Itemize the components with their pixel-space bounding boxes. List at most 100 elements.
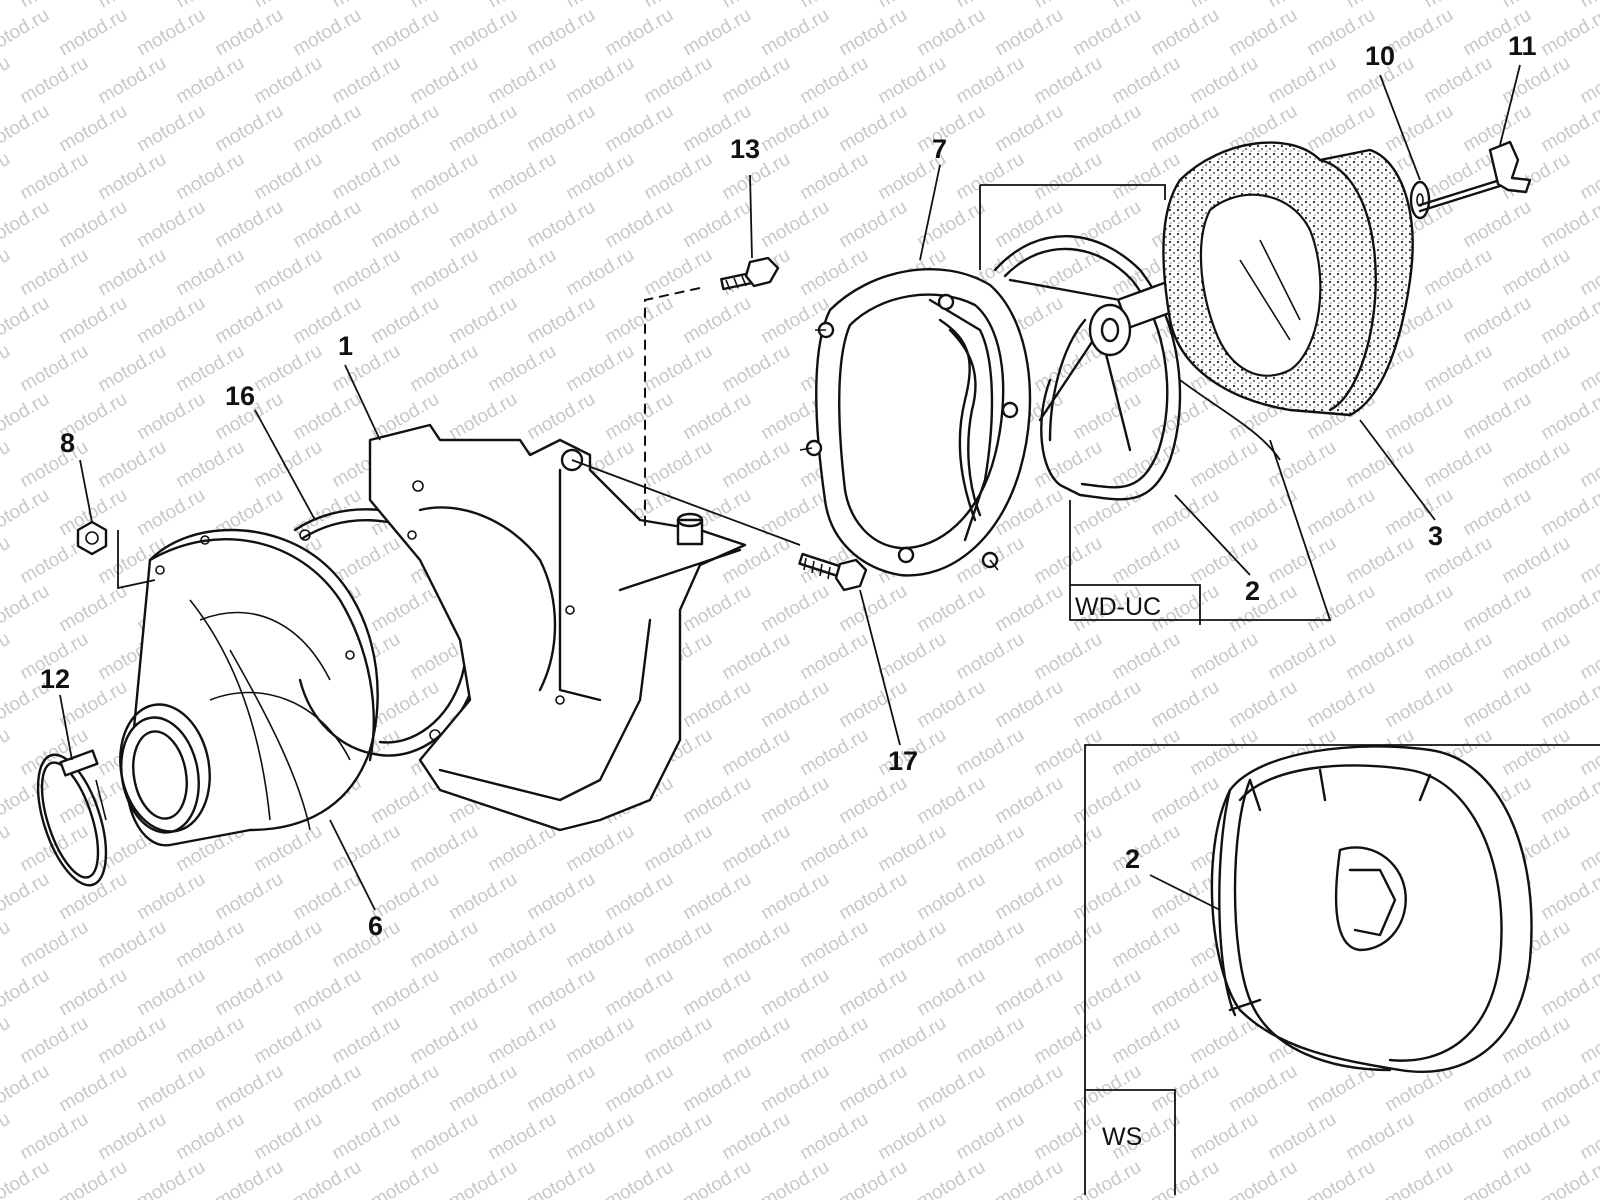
- watermark-text: motod.ru: [1421, 341, 1496, 397]
- watermark-text: motod.ru: [1343, 0, 1418, 12]
- watermark-text: motod.ru: [953, 53, 1028, 109]
- watermark-text: motod.ru: [485, 245, 560, 301]
- watermark-text: motod.ru: [992, 869, 1067, 925]
- callout-7: 7: [932, 134, 947, 164]
- callout-6: 6: [368, 911, 383, 941]
- watermark-text: motod.ru: [992, 1061, 1067, 1117]
- watermark-text: motod.ru: [953, 725, 1028, 781]
- watermark-text: motod.ru: [1226, 677, 1301, 733]
- watermark-text: motod.ru: [1343, 533, 1418, 589]
- watermark-text: motod.ru: [485, 149, 560, 205]
- watermark-text: motod.ru: [1499, 629, 1574, 685]
- watermark-text: motod.ru: [1070, 101, 1145, 157]
- watermark-text: motod.ru: [758, 101, 833, 157]
- watermark-text: motod.ru: [992, 581, 1067, 637]
- watermark-text: motod.ru: [290, 197, 365, 253]
- watermark-text: motod.ru: [485, 341, 560, 397]
- watermark-text: motod.ru: [56, 869, 131, 925]
- watermark-text: motod.ru: [680, 1061, 755, 1117]
- watermark-text: motod.ru: [641, 917, 716, 973]
- watermark-text: motod.ru: [719, 341, 794, 397]
- watermark-text: motod.ru: [0, 485, 53, 541]
- watermark-text: motod.ru: [602, 389, 677, 445]
- watermark-text: motod.ru: [602, 869, 677, 925]
- watermark-text: motod.ru: [368, 581, 443, 637]
- watermark-text: motod.ru: [485, 1109, 560, 1165]
- watermark-text: motod.ru: [1460, 677, 1535, 733]
- watermark-text: motod.ru: [1226, 5, 1301, 61]
- watermark-text: motod.ru: [1148, 773, 1223, 829]
- watermark-text: motod.ru: [1070, 1157, 1145, 1200]
- watermark-text: motod.ru: [1109, 533, 1184, 589]
- watermark-text: motod.ru: [1304, 485, 1379, 541]
- watermark-text: motod.ru: [212, 197, 287, 253]
- watermark-text: motod.ru: [836, 1157, 911, 1200]
- watermark-text: motod.ru: [56, 1061, 131, 1117]
- watermark-text: motod.ru: [1031, 629, 1106, 685]
- watermark-text: motod.ru: [329, 149, 404, 205]
- watermark-text: motod.ru: [1148, 5, 1223, 61]
- watermark-text: motod.ru: [1031, 917, 1106, 973]
- callout-10: 10: [1365, 41, 1395, 71]
- watermark-text: motod.ru: [1460, 389, 1535, 445]
- callout-16: 16: [225, 381, 255, 411]
- watermark-text: motod.ru: [1304, 1157, 1379, 1200]
- watermark-text: motod.ru: [446, 293, 521, 349]
- watermark-text: motod.ru: [251, 53, 326, 109]
- watermark-text: motod.ru: [368, 101, 443, 157]
- leader-lines: [59, 64, 1521, 911]
- watermark-text: motod.ru: [1148, 389, 1223, 445]
- watermark-text: motod.ru: [407, 245, 482, 301]
- watermark-text: motod.ru: [524, 101, 599, 157]
- watermark-text: motod.ru: [1304, 677, 1379, 733]
- watermark-text: motod.ru: [407, 149, 482, 205]
- watermark-text: motod.ru: [407, 53, 482, 109]
- watermark-text: motod.ru: [719, 629, 794, 685]
- watermark-text: motod.ru: [1499, 1109, 1574, 1165]
- watermark-text: motod.ru: [1460, 197, 1535, 253]
- watermark-text: motod.ru: [1031, 821, 1106, 877]
- part-screw-13: [720, 256, 780, 291]
- watermark-text: motod.ru: [0, 533, 14, 589]
- watermark-text: motod.ru: [368, 965, 443, 1021]
- watermark-text: motod.ru: [17, 149, 92, 205]
- watermark-text: motod.ru: [1031, 149, 1106, 205]
- watermark-text: motod.ru: [1538, 581, 1600, 637]
- watermark-text: motod.ru: [953, 0, 1028, 12]
- watermark-text: motod.ru: [1577, 533, 1600, 589]
- watermark-text: motod.ru: [251, 245, 326, 301]
- watermark-text: motod.ru: [251, 437, 326, 493]
- watermark-text: motod.ru: [0, 53, 14, 109]
- callout-2: 2: [1245, 576, 1260, 606]
- watermark-text: motod.ru: [680, 965, 755, 1021]
- watermark-text: motod.ru: [875, 1109, 950, 1165]
- watermark-text: motod.ru: [641, 1109, 716, 1165]
- watermark-text: motod.ru: [1421, 1109, 1496, 1165]
- watermark-text: motod.ru: [797, 1109, 872, 1165]
- watermark-text: motod.ru: [719, 1109, 794, 1165]
- watermark-text: motod.ru: [563, 341, 638, 397]
- watermark-text: motod.ru: [56, 197, 131, 253]
- watermark-text: motod.ru: [1265, 0, 1340, 12]
- watermark-text: motod.ru: [1070, 965, 1145, 1021]
- watermark-text: motod.ru: [407, 0, 482, 12]
- watermark-text: motod.ru: [173, 245, 248, 301]
- watermark-text: motod.ru: [368, 1061, 443, 1117]
- watermark-text: motod.ru: [1382, 1157, 1457, 1200]
- watermark-text: motod.ru: [1070, 5, 1145, 61]
- watermark-text: motod.ru: [563, 1109, 638, 1165]
- watermark-text: motod.ru: [0, 869, 53, 925]
- watermark-text: motod.ru: [992, 5, 1067, 61]
- watermark-text: motod.ru: [1460, 581, 1535, 637]
- watermark-text: motod.ru: [329, 245, 404, 301]
- watermark-text: motod.ru: [758, 1061, 833, 1117]
- watermark-text: motod.ru: [602, 101, 677, 157]
- watermark-text: motod.ru: [836, 869, 911, 925]
- watermark-text: motod.ru: [719, 821, 794, 877]
- watermark-text: motod.ru: [0, 581, 53, 637]
- watermark-text: motod.ru: [407, 341, 482, 397]
- watermark-text: motod.ru: [641, 0, 716, 12]
- watermark-text: motod.ru: [0, 1109, 14, 1165]
- watermark-text: motod.ru: [836, 101, 911, 157]
- watermark-text: motod.ru: [173, 437, 248, 493]
